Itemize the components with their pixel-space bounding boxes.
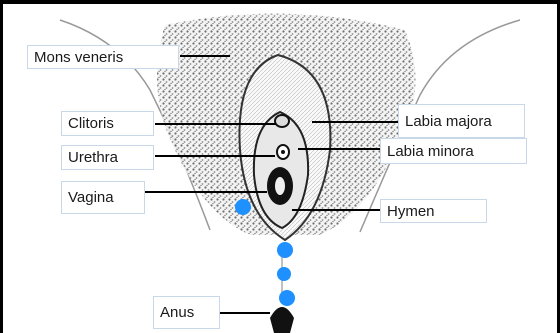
- label-hymen: Hymen: [380, 199, 487, 223]
- label-urethra: Urethra: [61, 145, 154, 170]
- label-labia-majora: Labia majora: [398, 104, 525, 138]
- label-mons-veneris: Mons veneris: [27, 45, 179, 69]
- label-vagina: Vagina: [61, 181, 145, 214]
- anus-mark: [270, 307, 294, 333]
- blue-marker: [279, 290, 295, 306]
- label-clitoris: Clitoris: [61, 111, 154, 136]
- clitoris-mark: [275, 115, 289, 127]
- label-anus: Anus: [153, 296, 220, 329]
- blue-marker: [235, 199, 251, 215]
- blue-marker: [277, 242, 293, 258]
- label-labia-minora: Labia minora: [380, 138, 527, 164]
- blue-marker: [277, 267, 291, 281]
